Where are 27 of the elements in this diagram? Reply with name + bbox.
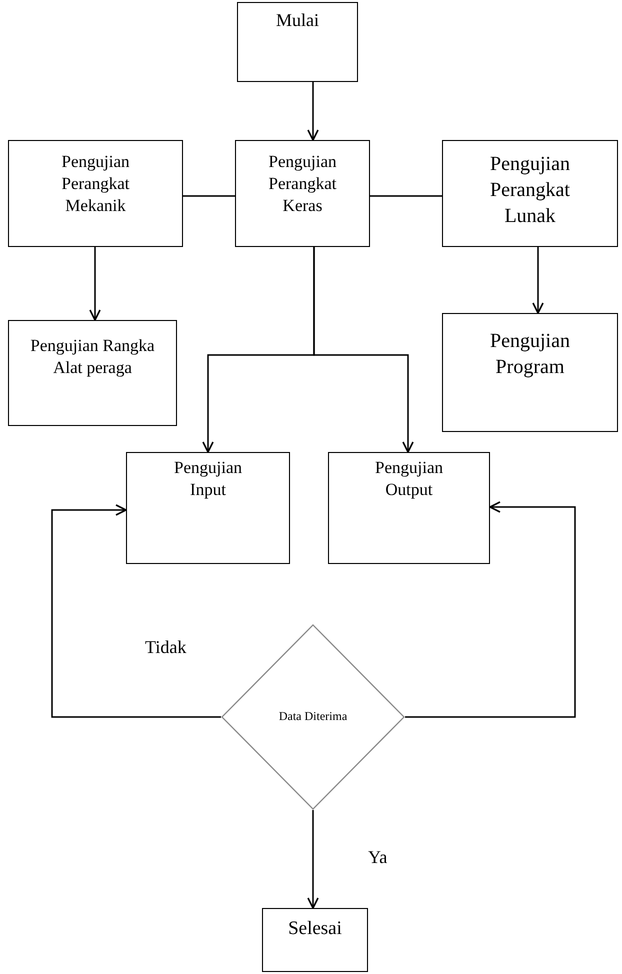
arrow	[405, 501, 576, 718]
node-label: Pengujian Perangkat Mekanik	[60, 151, 130, 218]
process-box	[262, 908, 368, 972]
process-box	[8, 320, 177, 426]
process-box	[237, 2, 358, 82]
arrow	[532, 247, 544, 314]
node-label: Pengujian Output	[374, 457, 444, 502]
arrow	[307, 82, 319, 141]
process-box	[126, 452, 290, 564]
node-label: Pengujian Rangka Alat peraga	[30, 335, 155, 380]
node-label: Pengujian Perangkat Keras	[268, 151, 338, 218]
node-label: Selesai	[288, 917, 342, 941]
process-box	[328, 452, 490, 564]
arrow	[313, 247, 414, 453]
node-label: Mulai	[276, 9, 319, 32]
process-box	[8, 140, 183, 247]
node-label: Pengujian Program	[489, 329, 571, 380]
node-label: Data Diterima	[278, 709, 348, 725]
process-box	[235, 140, 370, 247]
arrow	[89, 247, 101, 321]
node-label: Pengujian Input	[173, 457, 243, 502]
process-box	[442, 313, 618, 432]
decision-diamond	[221, 624, 405, 810]
arrow	[51, 504, 221, 718]
arrow	[307, 810, 319, 909]
process-box	[442, 140, 618, 247]
node-label: Pengujian Perangkat Lunak	[489, 152, 571, 229]
